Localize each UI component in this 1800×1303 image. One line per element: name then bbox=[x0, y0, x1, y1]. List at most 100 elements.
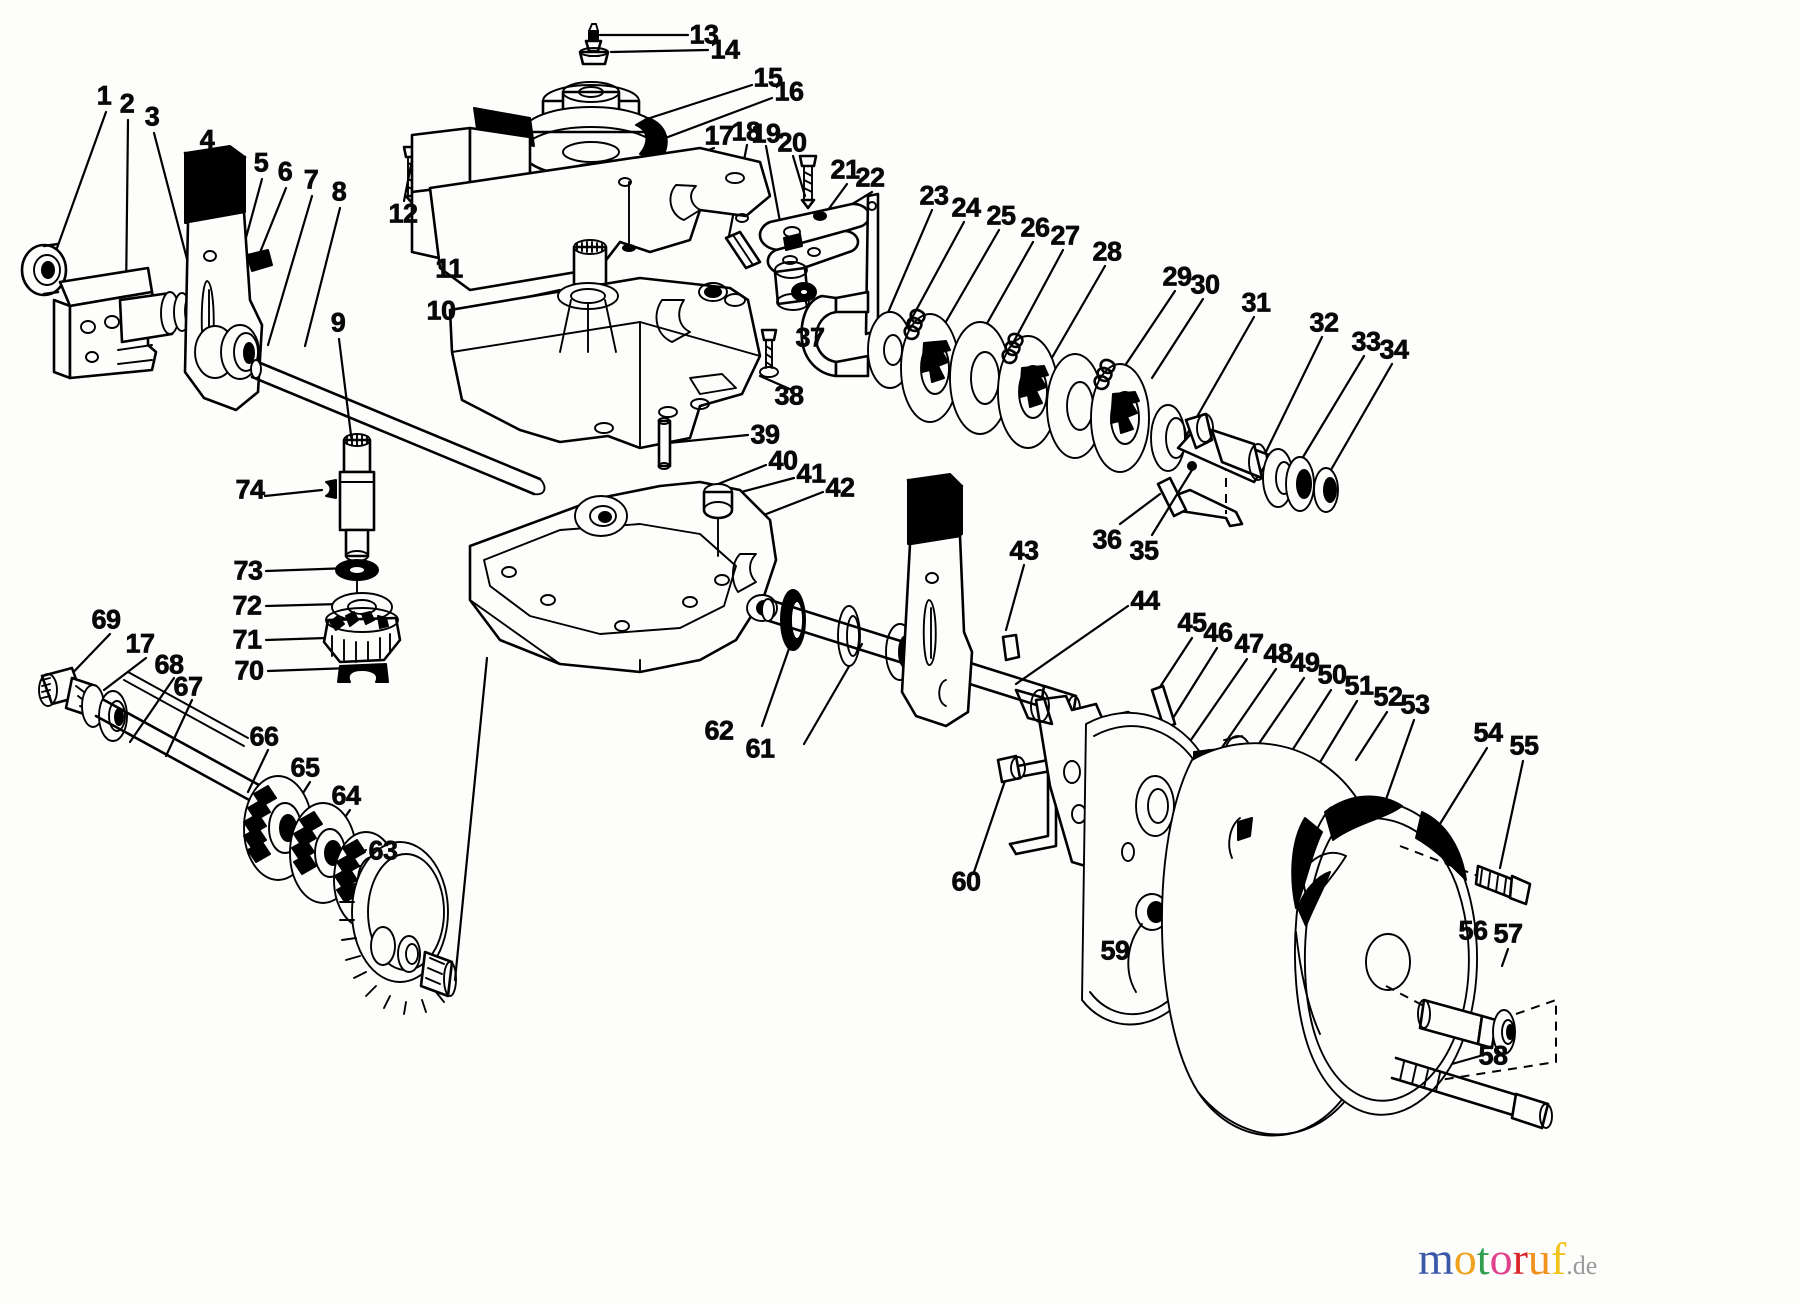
callout-number-48: 48 bbox=[1263, 638, 1293, 669]
part-nut-14 bbox=[578, 47, 610, 66]
callout-number-36: 36 bbox=[1092, 524, 1122, 555]
callout-number-53: 53 bbox=[1400, 689, 1430, 720]
callout-number-68: 68 bbox=[154, 649, 184, 680]
callout-number-72: 72 bbox=[232, 590, 262, 621]
callout-number-34: 34 bbox=[1379, 334, 1409, 365]
callout-number-17: 17 bbox=[125, 628, 155, 659]
callout-number-47: 47 bbox=[1234, 628, 1264, 659]
part-belt-guard-17 bbox=[410, 126, 772, 292]
callout-number-69: 69 bbox=[91, 604, 121, 635]
part-bumper-4 bbox=[183, 145, 247, 225]
site-watermark: motoruf.de bbox=[1418, 1236, 1597, 1282]
leader-lines-group-f bbox=[60, 488, 389, 886]
callout-number-65: 65 bbox=[290, 752, 320, 783]
callout-number-56: 56 bbox=[1458, 915, 1488, 946]
callout-number-70: 70 bbox=[234, 655, 264, 686]
callout-number-50: 50 bbox=[1317, 659, 1347, 690]
callout-number-71: 71 bbox=[232, 624, 262, 655]
callout-number-54: 54 bbox=[1473, 717, 1503, 748]
part-pinion-shaft-70 bbox=[322, 433, 402, 683]
callout-number-52: 52 bbox=[1373, 681, 1403, 712]
watermark-letter-u-5: u bbox=[1527, 1233, 1551, 1284]
callout-number-45: 45 bbox=[1177, 607, 1207, 638]
callout-number-2: 2 bbox=[119, 88, 135, 119]
callout-number-60: 60 bbox=[951, 866, 981, 897]
callout-number-49: 49 bbox=[1290, 647, 1320, 678]
part-pin-36 bbox=[1118, 468, 1194, 537]
callout-number-58: 58 bbox=[1478, 1040, 1508, 1071]
callout-number-17: 17 bbox=[704, 120, 734, 151]
part-axle-56 bbox=[1385, 985, 1557, 1081]
part-drive-barrel-31 bbox=[1176, 412, 1274, 484]
part-washer-37 bbox=[791, 282, 817, 324]
callout-number-29: 29 bbox=[1162, 261, 1192, 292]
callout-number-7: 7 bbox=[303, 164, 319, 195]
part-gearcase-upper-10 bbox=[448, 276, 762, 450]
part-bolt-38 bbox=[759, 328, 779, 378]
callout-number-61: 61 bbox=[745, 733, 775, 764]
part-screw-54 bbox=[1399, 845, 1532, 906]
watermark-letter-o-3: o bbox=[1489, 1233, 1513, 1284]
callout-number-44: 44 bbox=[1130, 585, 1160, 616]
part-shift-fork-23 bbox=[800, 192, 880, 378]
callout-number-15: 15 bbox=[753, 62, 783, 93]
watermark-letter-r-4: r bbox=[1512, 1233, 1528, 1284]
callout-number-67: 67 bbox=[173, 671, 203, 702]
part-dowel-39 bbox=[657, 417, 672, 470]
part-nut-60 bbox=[996, 754, 1058, 856]
callout-number-38: 38 bbox=[774, 380, 804, 411]
callout-number-24: 24 bbox=[951, 192, 981, 223]
callout-number-1: 1 bbox=[96, 80, 112, 111]
callout-number-19: 19 bbox=[751, 118, 781, 149]
part-keeper-6 bbox=[246, 249, 273, 272]
part-drive-rod-9 bbox=[250, 359, 546, 496]
callout-number-62: 62 bbox=[704, 715, 734, 746]
callout-number-11: 11 bbox=[435, 253, 464, 284]
callout-number-23: 23 bbox=[919, 180, 949, 211]
watermark-suffix: .de bbox=[1566, 1251, 1598, 1280]
callout-number-16: 16 bbox=[774, 76, 804, 107]
callout-number-3: 3 bbox=[144, 101, 160, 132]
callout-number-57: 57 bbox=[1493, 918, 1523, 949]
callout-number-30: 30 bbox=[1190, 269, 1220, 300]
part-gear-train-66 bbox=[243, 775, 457, 1015]
callout-number-32: 32 bbox=[1309, 307, 1339, 338]
callout-number-73: 73 bbox=[233, 555, 263, 586]
callout-number-42: 42 bbox=[825, 472, 855, 503]
callout-number-37: 37 bbox=[795, 322, 825, 353]
callout-number-39: 39 bbox=[750, 419, 780, 450]
callout-number-18: 18 bbox=[731, 116, 761, 147]
leader-lines-group-a bbox=[50, 110, 354, 445]
callout-number-26: 26 bbox=[1020, 212, 1050, 243]
callout-number-14: 14 bbox=[710, 34, 740, 65]
callout-number-64: 64 bbox=[331, 780, 361, 811]
part-retainer-74 bbox=[325, 479, 337, 499]
watermark-letter-m-0: m bbox=[1418, 1233, 1454, 1284]
callout-number-41: 41 bbox=[796, 458, 826, 489]
watermark-letter-f-6: f bbox=[1550, 1233, 1567, 1284]
part-clutch-stack-24 bbox=[867, 308, 1187, 473]
callout-number-46: 46 bbox=[1203, 617, 1233, 648]
part-pin-45 bbox=[1150, 684, 1177, 730]
callout-number-63: 63 bbox=[368, 835, 398, 866]
part-tire-52 bbox=[1160, 742, 1478, 1137]
part-side-bracket-43 bbox=[900, 473, 974, 728]
callout-number-74: 74 bbox=[235, 474, 265, 505]
callout-number-27: 27 bbox=[1050, 220, 1080, 251]
callout-number-10: 10 bbox=[426, 295, 456, 326]
callout-number-8: 8 bbox=[331, 176, 347, 207]
callout-number-9: 9 bbox=[330, 307, 346, 338]
part-hub-bearing-7 bbox=[194, 324, 260, 380]
part-bolt-20 bbox=[798, 154, 818, 210]
callout-number-22: 22 bbox=[855, 162, 885, 193]
callout-number-28: 28 bbox=[1092, 236, 1122, 267]
part-gearcase-lower-40 bbox=[468, 480, 778, 674]
callout-number-40: 40 bbox=[768, 445, 798, 476]
callout-number-66: 66 bbox=[249, 721, 279, 752]
callout-number-12: 12 bbox=[388, 198, 418, 229]
watermark-letter-o-1: o bbox=[1453, 1233, 1477, 1284]
callout-number-5: 5 bbox=[253, 147, 269, 178]
callout-number-4: 4 bbox=[199, 124, 215, 155]
